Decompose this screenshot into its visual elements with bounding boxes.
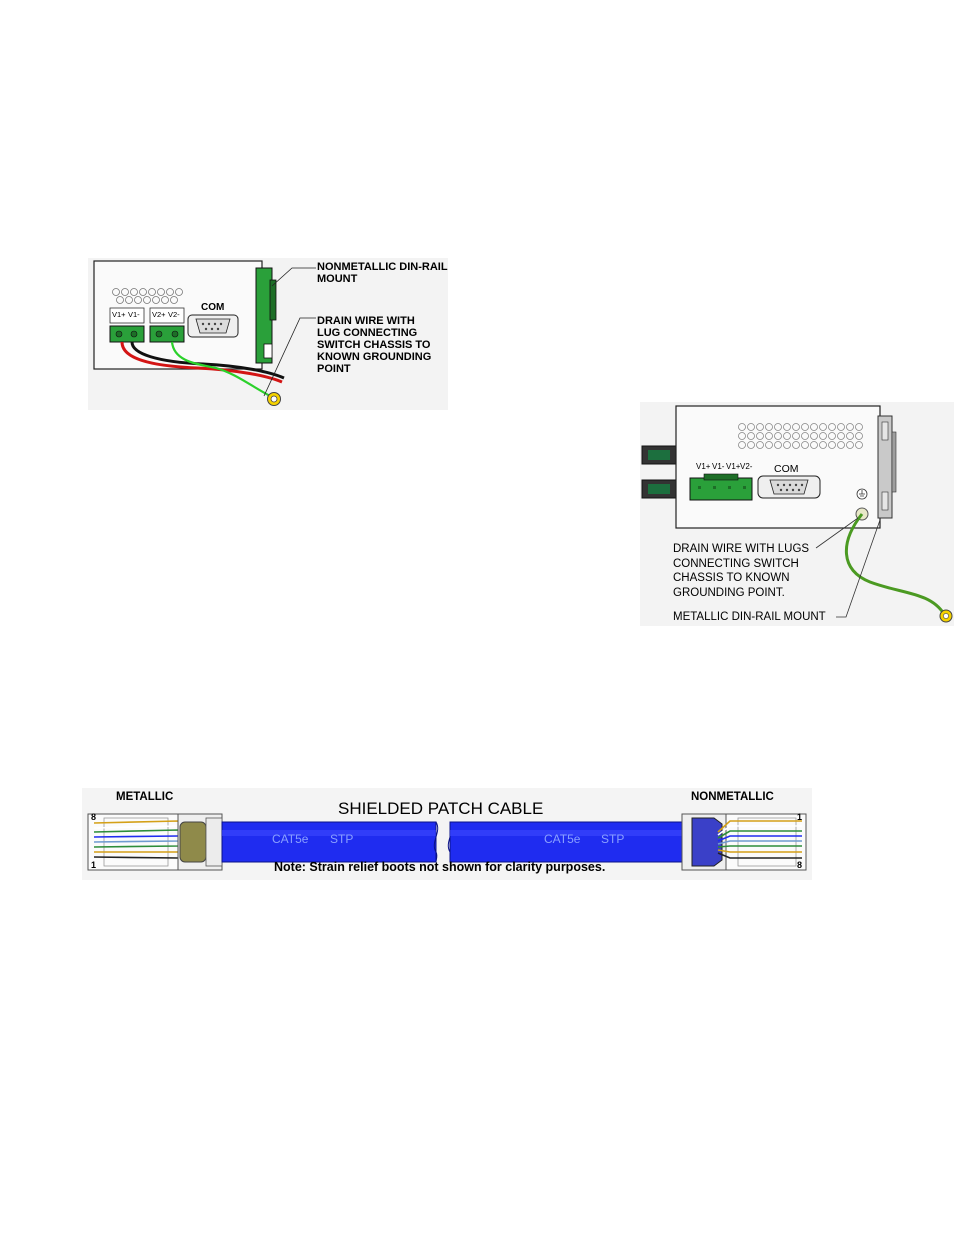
leader-line-drain xyxy=(263,317,316,397)
callout-drain-wire: DRAIN WIRE WITH LUGS CONNECTING SWITCH C… xyxy=(673,542,809,600)
switch-chassis xyxy=(675,405,881,529)
drain-wire xyxy=(845,513,946,615)
pin-label-left-top: 8 xyxy=(91,812,97,822)
terminal-label-v2-minus: V2- xyxy=(168,310,180,319)
switch-diagram-nonmetallic xyxy=(88,258,448,410)
power-wire-black xyxy=(130,341,285,380)
callout-drain-line-1: DRAIN WIRE WITH LUGS xyxy=(673,543,810,555)
cable-text-left-stp: STP xyxy=(330,832,354,846)
cable-segment-left xyxy=(221,821,437,863)
callout-drain-line-2: LUG CONNECTING xyxy=(317,327,418,339)
callout-drain-line-4: GROUNDING POINT. xyxy=(673,586,785,599)
label-nonmetallic: NONMETALLIC xyxy=(691,791,774,803)
cable-text-right-cat5e: CAT5e xyxy=(544,832,581,846)
pin-label-right-top: 1 xyxy=(797,812,803,822)
switch-diagram-metallic xyxy=(640,402,954,626)
leader-line-mount xyxy=(271,267,316,287)
cable-text-left-cat5e: CAT5e xyxy=(272,832,309,846)
drain-wire xyxy=(170,341,271,397)
terminal-label-3: V1+ xyxy=(726,462,741,471)
leader-line-mount xyxy=(836,519,881,618)
figure-shielded-patch-cable: METALLIC NONMETALLIC SHIELDED PATCH CABL… xyxy=(82,788,812,880)
conductors-right xyxy=(717,820,802,859)
label-metallic: METALLIC xyxy=(116,791,174,803)
terminal-label-v2-plus: V2+ xyxy=(152,310,166,319)
pin-label-left-bottom: 1 xyxy=(91,860,97,870)
callout-nonmetallic-mount: NONMETALLIC DIN-RAIL MOUNT xyxy=(317,261,448,285)
terminal-label-box-1 xyxy=(109,307,145,324)
terminal-label-v1-plus: V1+ xyxy=(112,310,126,319)
callout-drain-line-3: CHASSIS TO KNOWN xyxy=(673,572,790,584)
callout-mount-line-1: NONMETALLIC DIN-RAIL xyxy=(317,261,448,273)
figure-metallic-mount: COM V1+ V1- V1+ V2- DRAIN WIRE WITH LUGS… xyxy=(640,402,954,626)
terminal-label-v1-minus: V1- xyxy=(128,310,140,319)
power-wire-red xyxy=(120,341,283,384)
terminal-label-2: V1- xyxy=(712,462,725,471)
terminal-label-box-2 xyxy=(149,307,185,324)
callout-drain-line-1: DRAIN WIRE WITH xyxy=(317,315,415,327)
terminal-label-1: V1+ xyxy=(696,462,711,471)
com-label: COM xyxy=(774,463,799,475)
callout-mount-line-2: MOUNT xyxy=(317,273,358,285)
com-port-connector xyxy=(769,479,809,495)
callout-drain-line-5: POINT xyxy=(317,363,351,375)
callout-drain-line-4: KNOWN GROUNDING xyxy=(317,351,432,363)
patch-cable-diagram xyxy=(82,788,812,880)
pin-label-right-bottom: 8 xyxy=(797,860,803,870)
leader-line-drain xyxy=(815,517,859,549)
com-label: COM xyxy=(201,302,225,313)
callout-drain-line-3: SWITCH CHASSIS TO xyxy=(317,339,431,351)
terminal-label-4: V2- xyxy=(740,462,753,471)
cable-note: Note: Strain relief boots not shown for … xyxy=(274,860,606,874)
callout-drain-wire: DRAIN WIRE WITH LUG CONNECTING SWITCH CH… xyxy=(317,315,431,375)
cable-shield-crimp xyxy=(179,821,207,863)
power-terminal-2 xyxy=(149,325,185,343)
vent-holes xyxy=(738,423,863,449)
callout-drain-line-2: CONNECTING SWITCH xyxy=(673,557,799,570)
cable-title: SHIELDED PATCH CABLE xyxy=(338,799,544,818)
figure-nonmetallic-mount: COM V1+ V1- V2+ V2- NONMETALLIC DIN-RAIL… xyxy=(88,258,448,410)
rj45-plug-nonmetallic xyxy=(725,813,807,871)
com-port-connector xyxy=(195,318,231,334)
vent-holes xyxy=(112,288,183,304)
power-terminal-1 xyxy=(109,325,145,343)
callout-metallic-mount: METALLIC DIN-RAIL MOUNT xyxy=(673,611,826,623)
cable-text-right-stp: STP xyxy=(601,832,625,846)
